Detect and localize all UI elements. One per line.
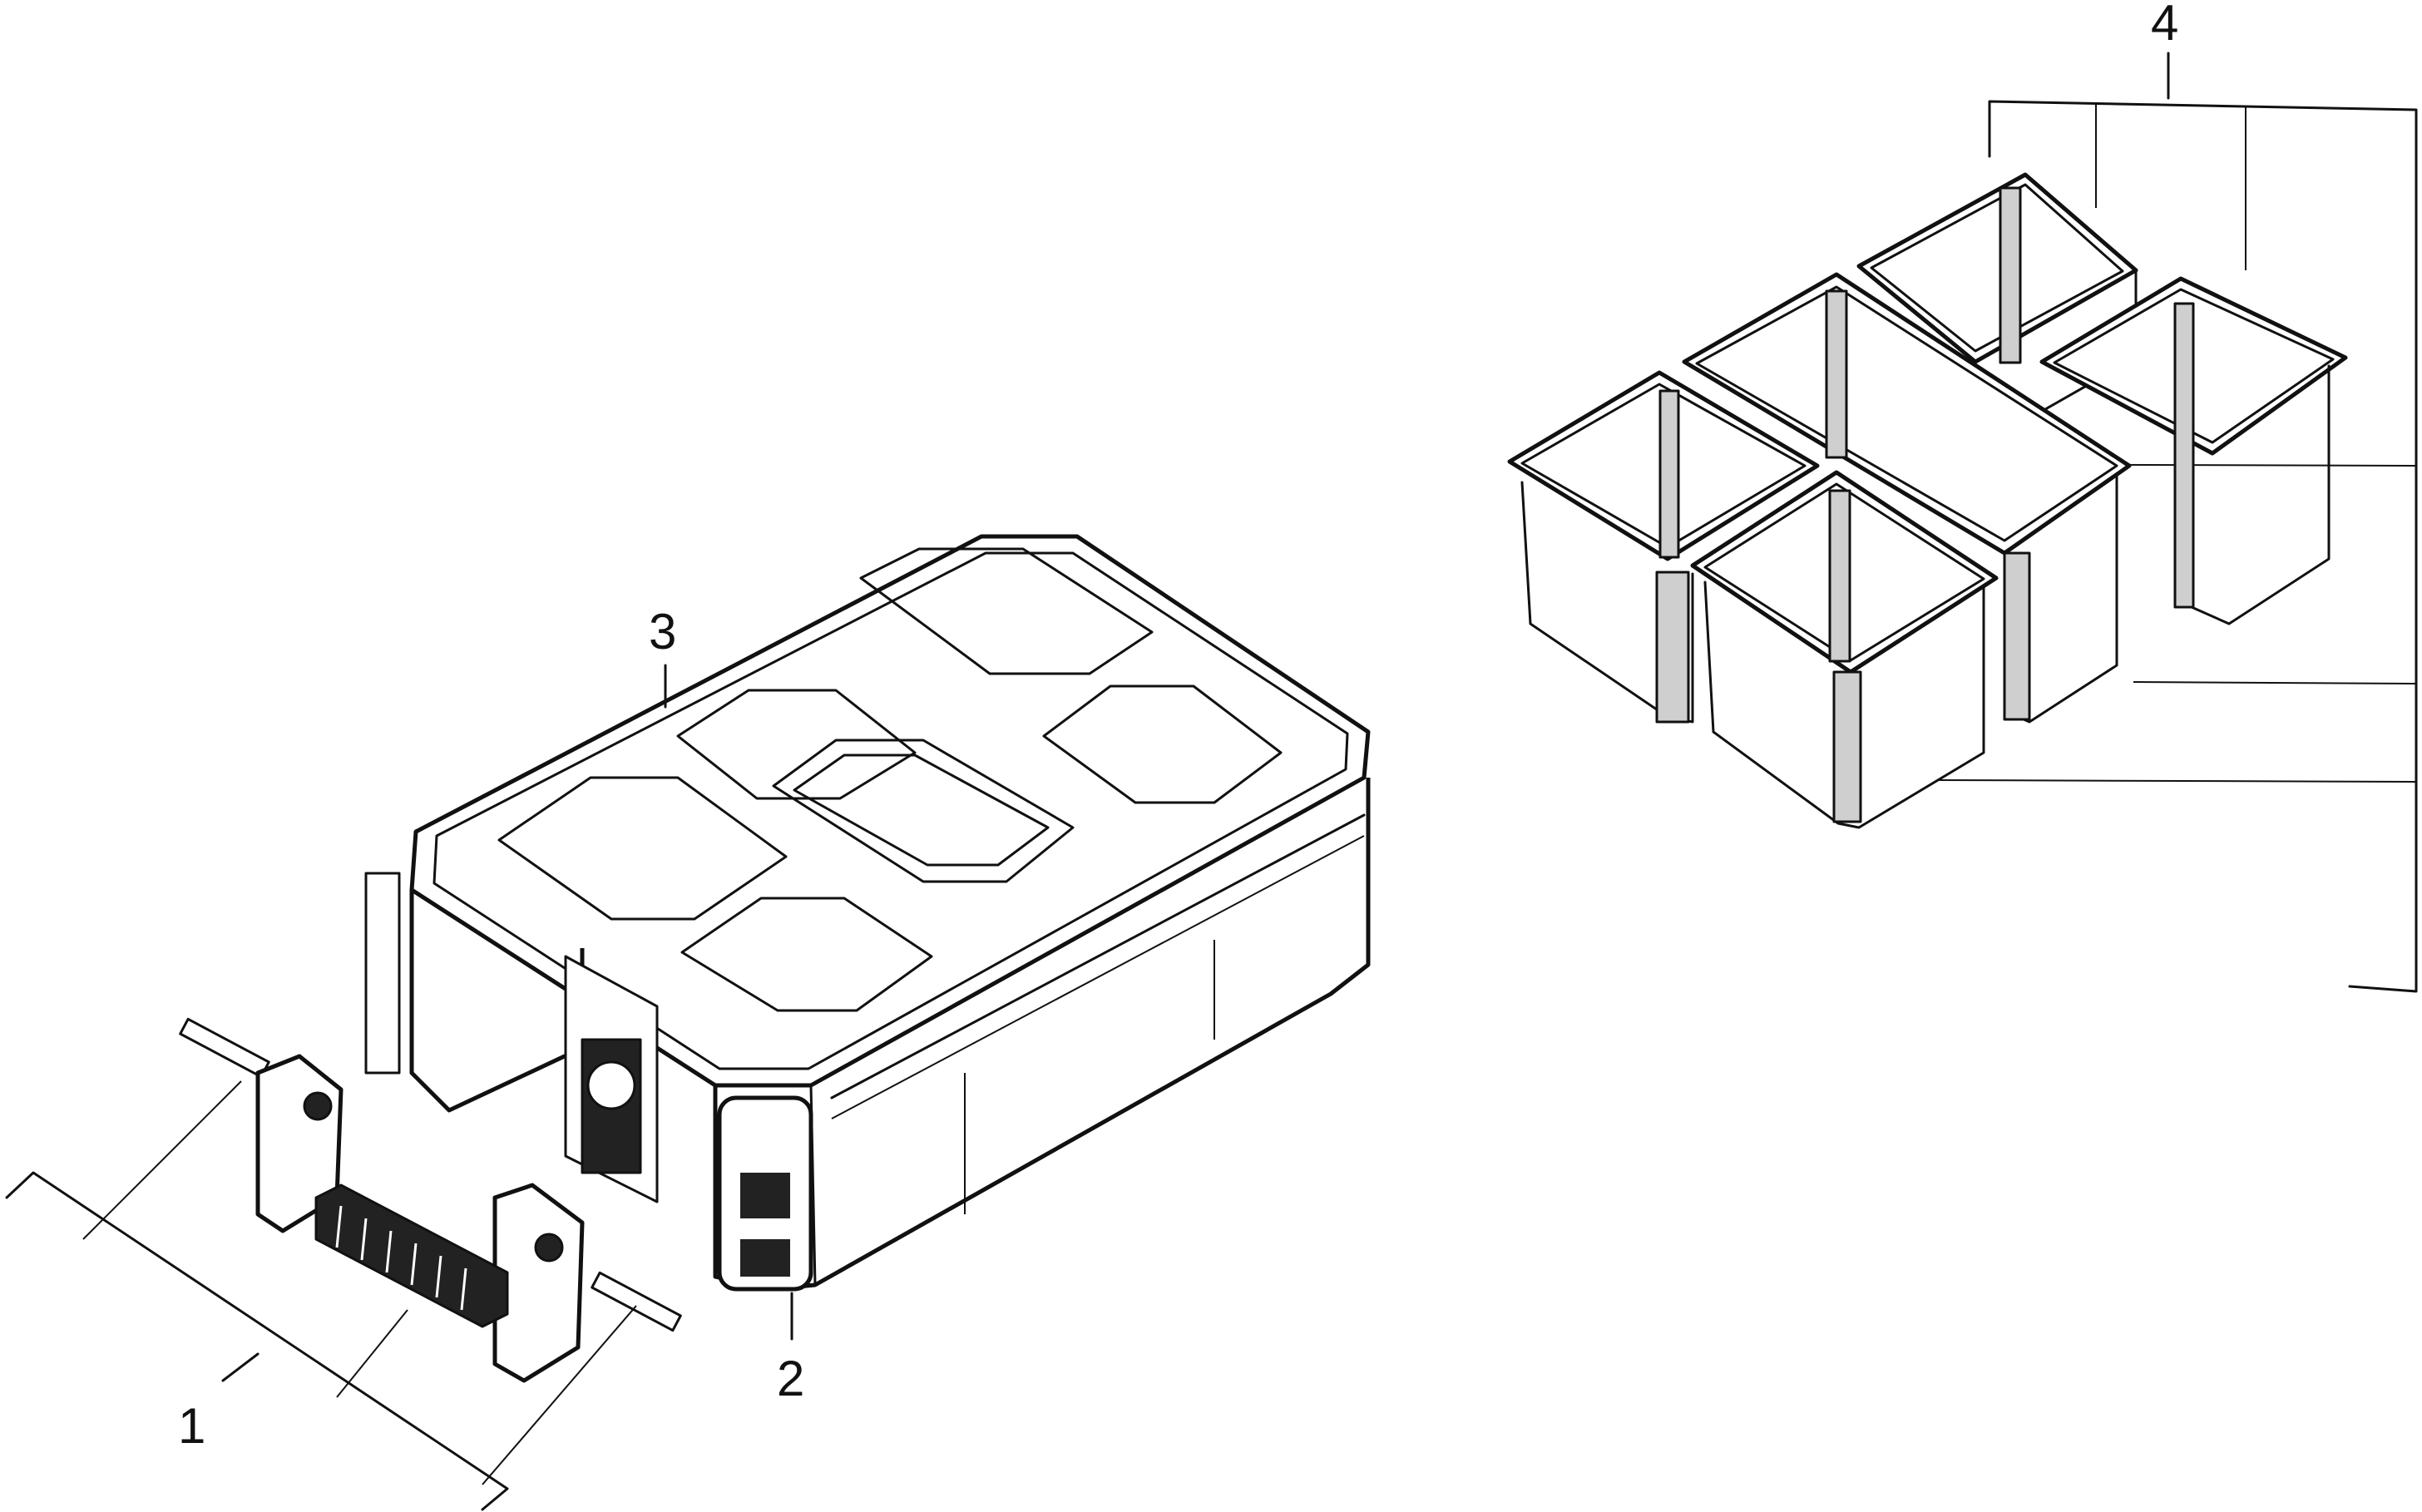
lid-compartment <box>676 689 917 800</box>
bin-center-large <box>1682 272 2132 724</box>
lid-center-compartment <box>772 739 1075 883</box>
callout-bracket-1 <box>5 1080 637 1511</box>
hinge-pin <box>591 1271 682 1332</box>
carry-handle-assembly <box>5 1017 682 1511</box>
organizer-case <box>364 534 1371 1341</box>
bins-assembly <box>1507 52 2418 993</box>
callout-label-4: 4 <box>2151 0 2178 51</box>
lid-compartment <box>497 776 788 921</box>
lid-compartment <box>859 547 1154 675</box>
lid-compartment <box>1042 684 1283 804</box>
callout-label-2: 2 <box>777 1351 804 1406</box>
bin-left <box>1507 370 1820 724</box>
lid-compartment <box>680 897 933 1012</box>
front-latch <box>717 1095 813 1292</box>
bin-back-small <box>1856 172 2138 451</box>
callout-label-3: 3 <box>649 604 676 660</box>
bin-front <box>1690 470 1999 829</box>
callout-label-1: 1 <box>178 1398 205 1454</box>
bin-right <box>2039 276 2348 625</box>
hinge-pin <box>179 1017 270 1079</box>
callout-bracket-4 <box>1858 52 2418 993</box>
left-latch <box>364 872 401 1075</box>
